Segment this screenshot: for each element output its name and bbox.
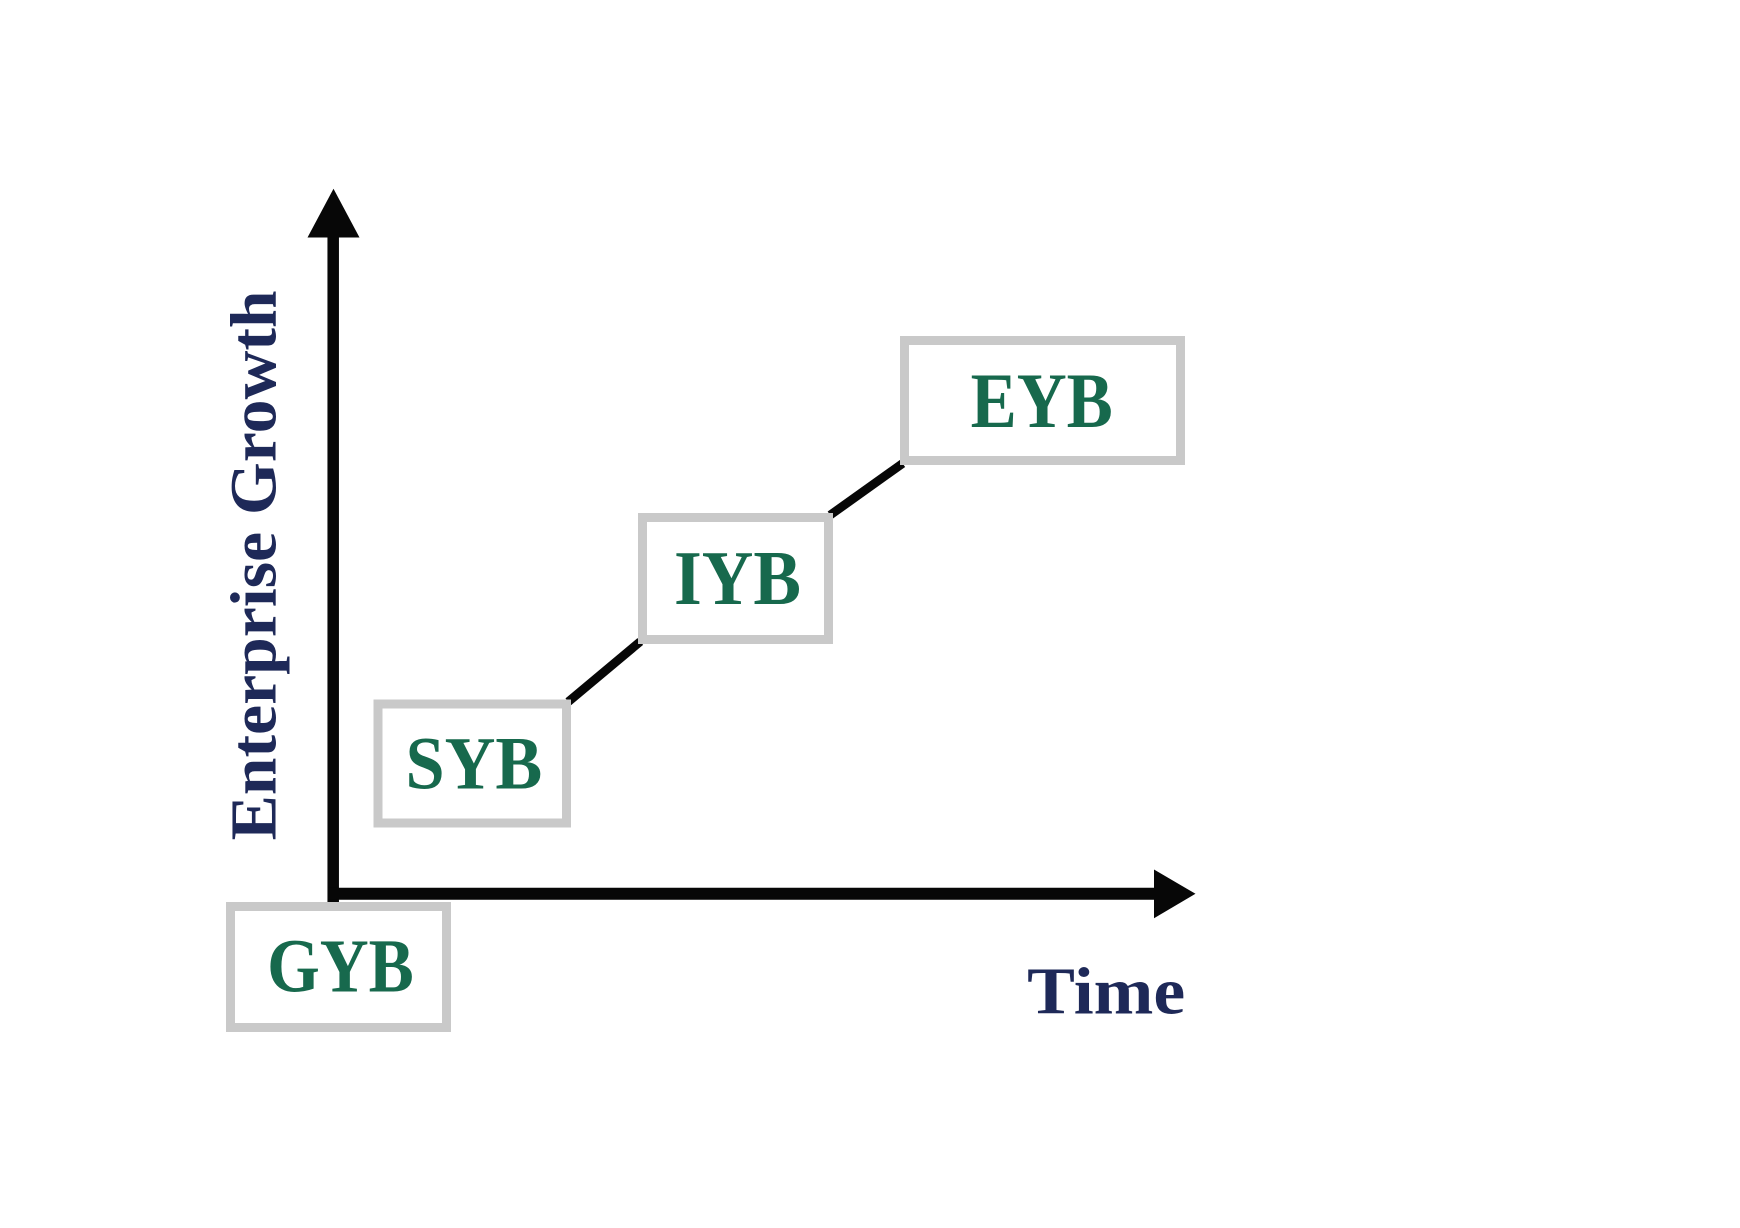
svg-text:Enterprise Growth: Enterprise Growth bbox=[218, 290, 291, 840]
svg-text:SYB: SYB bbox=[406, 723, 543, 806]
svg-text:EYB: EYB bbox=[971, 357, 1113, 444]
svg-text:IYB: IYB bbox=[674, 535, 801, 621]
svg-text:GYB: GYB bbox=[267, 924, 414, 1008]
svg-text:Time: Time bbox=[1027, 955, 1185, 1029]
